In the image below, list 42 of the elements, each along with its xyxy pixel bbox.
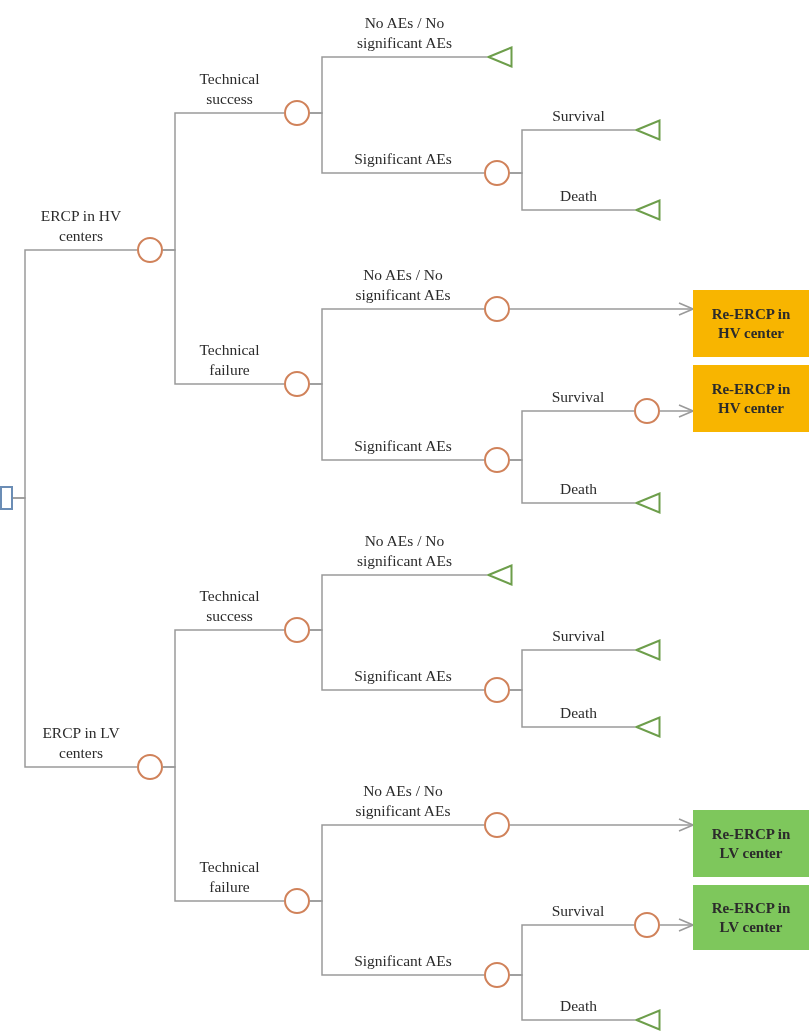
terminal-node-triangle — [635, 492, 661, 514]
terminal-node-triangle — [635, 1009, 661, 1031]
chance-node-circle — [137, 237, 163, 263]
arrow — [509, 302, 694, 316]
chance-node-circle — [484, 296, 510, 322]
branch-line — [509, 974, 636, 1021]
chance-node-circle — [634, 912, 660, 938]
chance-node-circle — [484, 447, 510, 473]
branch-line — [509, 689, 636, 728]
chance-node-circle — [284, 371, 310, 397]
chance-node-circle — [137, 754, 163, 780]
chance-node-circle — [284, 617, 310, 643]
terminal-node-triangle — [635, 716, 661, 738]
branch-line — [509, 172, 636, 211]
arrow — [659, 404, 694, 418]
arrow — [509, 818, 694, 832]
chance-node-circle — [284, 888, 310, 914]
outcome-box: Re-ERCP in HV center — [693, 365, 809, 432]
branch-line — [309, 900, 485, 976]
branch-line — [162, 766, 285, 902]
terminal-node-triangle — [635, 199, 661, 221]
terminal-node-triangle — [635, 119, 661, 141]
branch-line — [509, 459, 636, 504]
branch-line — [162, 249, 285, 385]
arrow — [659, 918, 694, 932]
chance-node-circle — [484, 962, 510, 988]
chance-node-circle — [484, 160, 510, 186]
terminal-node-triangle — [487, 46, 513, 68]
branch-line — [309, 383, 485, 461]
terminal-node-triangle — [635, 639, 661, 661]
chance-node-circle — [484, 677, 510, 703]
branch-line — [12, 497, 138, 768]
chance-node-circle — [284, 100, 310, 126]
branch-line — [309, 629, 485, 691]
outcome-box: Re-ERCP in LV center — [693, 885, 809, 950]
terminal-node-triangle — [487, 564, 513, 586]
outcome-box: Re-ERCP in HV center — [693, 290, 809, 357]
decision-node-square — [0, 486, 13, 510]
chance-node-circle — [634, 398, 660, 424]
chance-node-circle — [484, 812, 510, 838]
outcome-box: Re-ERCP in LV center — [693, 810, 809, 877]
branch-line — [309, 112, 485, 174]
